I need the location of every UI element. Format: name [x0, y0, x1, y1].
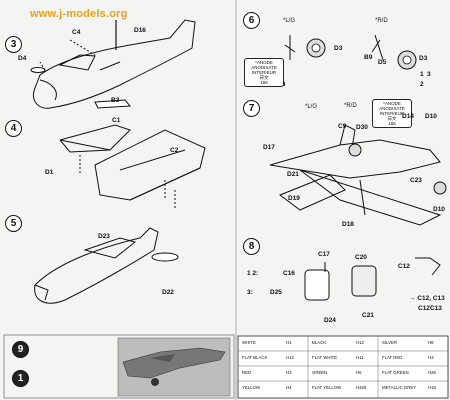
step-8-number: 8 [243, 238, 260, 255]
part-label: → C12, C13 [409, 295, 445, 302]
table-cell: H3 [428, 355, 434, 360]
part-label: D10 [425, 113, 437, 120]
table-cell: H18 [428, 385, 436, 390]
table-cell: H12 [356, 340, 364, 345]
part-label: D18 [342, 221, 354, 228]
right-mark: *R/D [375, 18, 388, 24]
mark-label: 3: [247, 289, 253, 296]
fuselage-step3 [33, 19, 196, 109]
part-label: D4 [18, 55, 27, 62]
part-label: C1 [112, 117, 121, 124]
part-label: B3 [111, 97, 120, 104]
fuselage-step5 [34, 227, 159, 304]
part-label: D17 [263, 144, 275, 151]
part-label: D16 [134, 27, 146, 34]
table-cell: H11 [356, 355, 364, 360]
mark-label: 1 2: [247, 270, 259, 277]
part-label: D3 [334, 45, 343, 52]
part-label: D10 [433, 206, 445, 213]
part-label: D22 [162, 289, 174, 296]
right-mark: *R/D [344, 103, 357, 109]
part-label: D19 [288, 195, 300, 202]
part-label: C4 [72, 29, 81, 36]
table-cell: H3 [286, 370, 292, 375]
part-label: D30 [356, 124, 368, 131]
part-label: C12 [418, 305, 430, 312]
table-cell: FLAT RED [382, 355, 403, 360]
table-cell: BLACK [312, 340, 327, 345]
part-d22 [151, 252, 179, 262]
part-d24 [304, 269, 330, 301]
table-cell: RED [242, 370, 252, 375]
table-cell: FLAT BLACK [242, 355, 268, 360]
part-label: C13 [430, 305, 442, 312]
table-cell: SILVER [382, 340, 397, 345]
part-label: C23 [410, 177, 422, 184]
step-6-number: 6 [243, 12, 260, 29]
part-label: D1 [45, 169, 54, 176]
code-label: 2 [420, 81, 424, 88]
part-c20 [351, 265, 377, 297]
color-table-frame [237, 335, 449, 399]
table-cell: H329 [356, 385, 367, 390]
part-label: B9 [364, 54, 373, 61]
part-label: C21 [362, 312, 374, 319]
part-label: C16 [283, 270, 295, 277]
left-mark: *L/G [283, 18, 296, 24]
step-9-number: 9 [12, 341, 29, 358]
part-d4 [30, 67, 46, 73]
table-cell: H1 [286, 340, 292, 345]
table-cell: H8 [428, 340, 434, 345]
part-label: D14 [402, 113, 414, 120]
step-4-number: 4 [5, 120, 22, 137]
part-label: D5 [378, 59, 387, 66]
part-b3 [94, 99, 132, 109]
step-3-number: 3 [5, 36, 22, 53]
table-cell: H12 [286, 355, 294, 360]
table-cell: YELLOW [242, 385, 260, 390]
table-cell: H26 [428, 370, 436, 375]
airframe-step7 [269, 124, 442, 226]
part-label: D21 [287, 171, 299, 178]
code-label: 3 [427, 71, 431, 78]
table-cell: H4 [286, 385, 292, 390]
watermark: www.j-models.org [30, 8, 128, 20]
part-label: C12 [398, 263, 410, 270]
table-cell: WHITE [242, 340, 256, 345]
part-label: C17 [318, 251, 330, 258]
code-label: 1 [420, 71, 424, 78]
table-cell: FLAT YELLOW [312, 385, 342, 390]
part-label: D3 [419, 55, 428, 62]
part-label: C9 [338, 123, 347, 130]
table-cell: METALLIC GREY [382, 385, 417, 390]
table-cell: FLAT WHITE [312, 355, 338, 360]
table-cell: GREEN [312, 370, 328, 375]
table-cell: H5 [356, 370, 362, 375]
step-5-number: 5 [5, 215, 22, 232]
step-1-number: 1 [12, 370, 29, 387]
part-label: D25 [270, 289, 282, 296]
left-mark: *L/G [305, 104, 318, 110]
step-7-number: 7 [243, 100, 260, 117]
wing-assembly [59, 124, 206, 210]
wheel-parts [284, 34, 384, 61]
part-label: D24 [324, 317, 336, 324]
part-label: D23 [98, 233, 110, 240]
part-label: C2 [170, 147, 179, 154]
part-label: C20 [355, 254, 367, 261]
table-cell: FLAT GREEN [382, 370, 409, 375]
